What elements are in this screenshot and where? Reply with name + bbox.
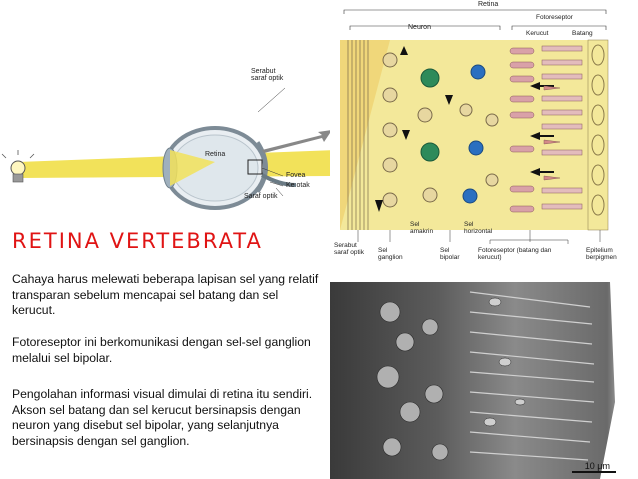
paragraph-2: Fotoreseptor ini berkomunikasi dengan se…: [12, 335, 311, 365]
eyeball: [162, 126, 297, 210]
eye-svg: [1, 87, 335, 210]
light-bulb-icon: [1, 150, 35, 183]
fotoreseptor-bracket-label: Fotoreseptor: [536, 14, 573, 21]
micrograph-svg: [330, 282, 638, 479]
sel-ganglion-label: Sel ganglion: [378, 247, 403, 261]
text-panel: RETINA VERTEBRATA Cahaya harus melewati …: [0, 215, 330, 479]
zoom-arrow: [262, 130, 332, 153]
paragraph-1: Cahaya harus melewati beberapa lapisan s…: [12, 272, 319, 317]
micrograph-cells: [376, 301, 449, 461]
bipolar-cells: [459, 64, 499, 204]
serabut-saraf-optik-bottom-label: Serabut saraf optik: [334, 242, 364, 256]
eye-illustration: Retina Serabut saraf optik Fovea Ke otak…: [0, 0, 335, 215]
neuron-bracket-label: Neuron: [408, 24, 431, 31]
eye-retina-label: Retina: [205, 151, 226, 158]
sel-horizontal-label: Sel horizontal: [464, 221, 493, 235]
batang-label: Batang: [572, 30, 593, 37]
fovea-label: Fovea: [286, 172, 306, 179]
paragraph-3: Pengolahan informasi visual dimulai di r…: [12, 387, 313, 448]
photoreceptors: [509, 45, 583, 213]
retina-layers-diagram: Retina Neuron Fotoreseptor Kerucut Batan…: [330, 0, 638, 282]
retina-layers-svg: [340, 9, 609, 244]
epitelium-label: Epitelium berpigmen: [586, 247, 617, 261]
scale-bar: [572, 471, 616, 473]
sel-bipolar-label: Sel bipolar: [440, 247, 460, 261]
sel-amakrin-label: Sel amakrin: [410, 221, 434, 235]
kerucut-label: Kerucut: [526, 30, 549, 37]
electron-micrograph: 10 μm: [330, 282, 638, 479]
retina-bracket-label: Retina: [478, 1, 499, 8]
ke-otak-label: Ke otak: [286, 182, 310, 189]
ganglion-cells: [382, 52, 440, 208]
signal-arrows: [375, 46, 554, 212]
pigment-epithelium: [587, 39, 609, 231]
scale-bar-label: 10 μm: [584, 461, 610, 471]
slide-title: RETINA VERTEBRATA: [12, 229, 263, 253]
micrograph-rods: [469, 291, 595, 461]
serabut-saraf-optik-label: Serabut saraf optik: [251, 68, 284, 83]
fotoreseptor-bottom-label: Fotoreseptor (batang dan kerucut): [478, 247, 552, 261]
saraf-optik-label: Saraf optik: [244, 193, 278, 200]
